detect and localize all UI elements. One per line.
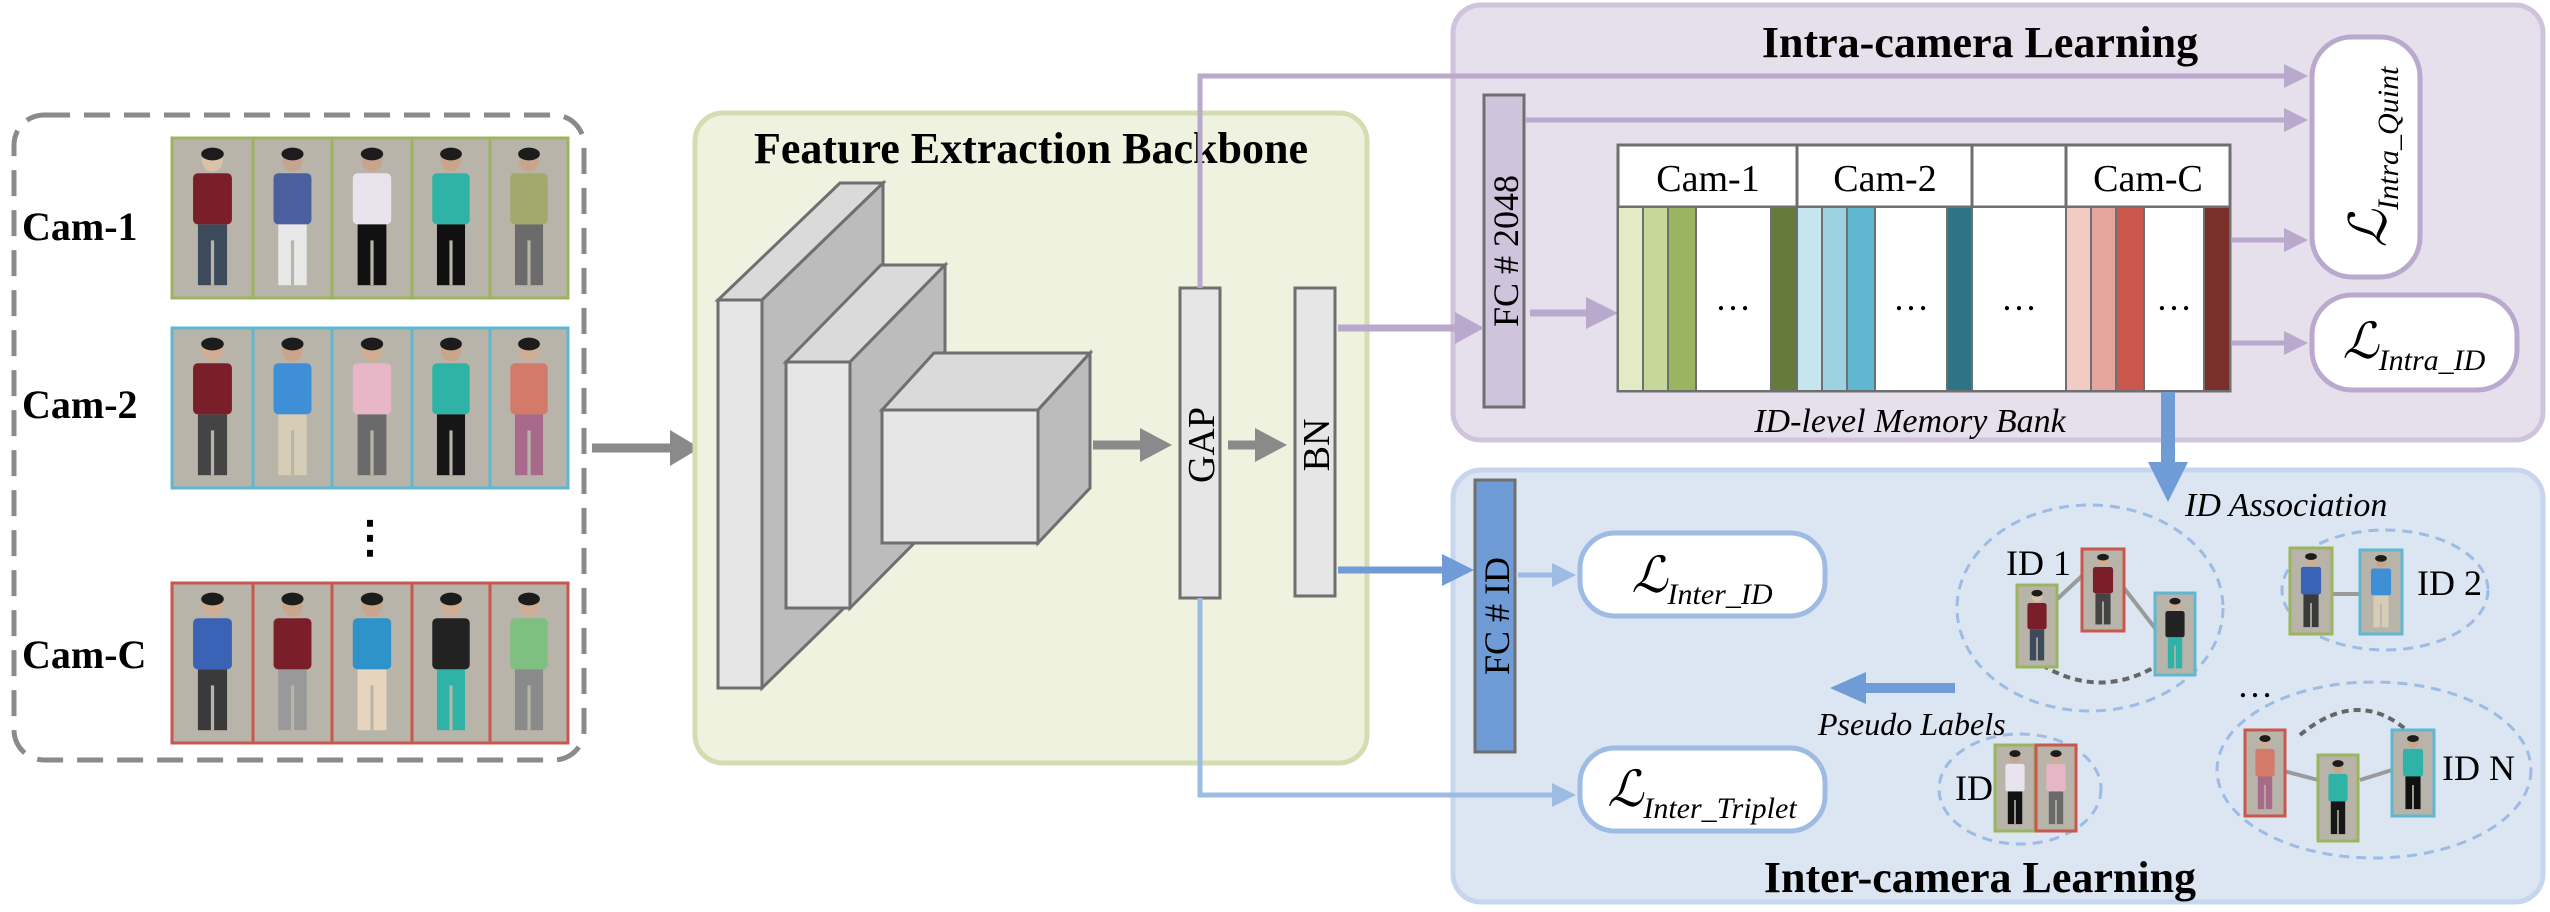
camc-label: Cam-C (22, 632, 146, 677)
arrow-head-to-bn (1255, 428, 1287, 462)
bank-ellipsis-cam2: … (1893, 278, 1929, 318)
id3-person-b (2034, 743, 2078, 833)
cluster-idn (2215, 680, 2533, 860)
inter-title: Inter-camera Learning (1764, 853, 2196, 902)
intra-id-loss: ℒIntra_ID (2343, 313, 2486, 377)
inter-id-symbol: ℒ (1632, 547, 1669, 603)
id1-person-c (2153, 591, 2197, 677)
camera-panel: Cam-1 Cam-2 Cam-C ⋮ (11, 112, 587, 763)
cam1-person-4 (410, 136, 492, 300)
cam2-person-4 (410, 326, 492, 490)
gap-layer (1178, 286, 1222, 600)
intra-id-sub: Intra_ID (2378, 344, 2486, 377)
cluster-label-idn: ID N (2442, 748, 2515, 788)
arrow-gap-to-inter-triplet (1197, 598, 1558, 798)
intra-quint-symbol: ℒ (2341, 208, 2398, 247)
intra-quint-sub: Intra_Quint (2372, 66, 2405, 211)
idn-person-b (2316, 753, 2360, 843)
cam1-label: Cam-1 (22, 204, 138, 249)
intra-quint-loss-box (2309, 34, 2423, 280)
fc-2048-layer (1482, 93, 1526, 409)
arrow-head-to-memory (1586, 297, 1618, 329)
cam1-person-5 (488, 136, 570, 300)
cam2-person-5 (488, 326, 570, 490)
bank-header-cam2: Cam-2 (1833, 158, 1936, 200)
id2-person-b (2358, 548, 2404, 636)
id3-person-a (1993, 743, 2037, 833)
idn-person-a (2243, 728, 2287, 818)
arrow-head-to-gap (1140, 428, 1172, 462)
cam2-person-1 (170, 326, 255, 490)
inter-triplet-loss-box (1577, 745, 1828, 834)
intra-camera-panel: Intra-camera Learning FC # 2048 Cam-1 Ca… (1450, 2, 2546, 443)
backbone-panel: Feature Extraction Backbone GAP (692, 110, 1370, 766)
id-association-label: ID Association (2184, 487, 2387, 524)
cam1-person-1 (170, 136, 255, 300)
camc-person-4 (410, 581, 492, 745)
pseudo-labels-label: Pseudo Labels (1817, 706, 2006, 742)
id1-person-a (2015, 583, 2059, 669)
camc-person-5 (488, 581, 570, 745)
cam1-person-2 (251, 136, 334, 300)
camc-person-2 (251, 581, 334, 745)
inter-id-loss: ℒInter_ID (1632, 547, 1773, 611)
inter-camera-panel: Inter-camera Learning FC # ID ℒInter_ID … (1450, 392, 2546, 905)
memory-bank-label: ID-level Memory Bank (1753, 403, 2066, 440)
inter-id-sub: Inter_ID (1667, 578, 1773, 611)
intra-quint-loss: ℒIntra_Quint (2341, 66, 2405, 247)
cluster-label-id1: ID 1 (2006, 543, 2071, 583)
inter-triplet-symbol: ℒ (1607, 761, 1644, 817)
bank-header-camc: Cam-C (2093, 158, 2203, 200)
bank-ellipsis-cam1: … (1715, 278, 1751, 318)
fc-2048-label: FC # 2048 (1486, 175, 1526, 327)
bank-ellipsis-camc: … (2156, 278, 2192, 318)
bn-label: BN (1296, 419, 1338, 472)
cam2-label: Cam-2 (22, 382, 138, 427)
bank-header-cam1: Cam-1 (1656, 158, 1759, 200)
cam2-person-3 (330, 326, 414, 490)
cam1-person-3 (330, 136, 414, 300)
gap-label: GAP (1181, 407, 1223, 483)
bn-layer (1293, 286, 1337, 598)
intra-id-symbol: ℒ (2343, 313, 2380, 369)
idn-person-c (2390, 728, 2436, 818)
svg-text:ℒIntra_Quint: ℒIntra_Quint (2341, 66, 2405, 247)
fc-id-layer (1473, 478, 1517, 754)
camc-person-1 (170, 581, 255, 745)
cluster-ellipsis: … (2237, 665, 2273, 705)
arrow-gap-to-intra-quint (1197, 73, 2290, 288)
cam2-person-2 (251, 326, 334, 490)
fc-id-label: FC # ID (1477, 557, 1517, 675)
intra-title: Intra-camera Learning (1762, 18, 2198, 67)
cluster-label-id2: ID 2 (2417, 563, 2482, 603)
inter-id-loss-box (1577, 530, 1828, 619)
camc-person-3 (330, 581, 414, 745)
id1-person-b (2080, 547, 2126, 633)
arrow-head-images (670, 430, 700, 466)
conv-block-3 (878, 349, 1094, 547)
cluster-person-thumbnails (1993, 546, 2436, 843)
cluster-id2 (2280, 528, 2490, 652)
cluster-id3 (1937, 732, 2103, 846)
memory-bank: Cam-1 Cam-2 Cam-C … … … (1616, 143, 2232, 393)
bank-ellipsis-middle: … (2001, 278, 2037, 318)
camera-image-strips (170, 136, 570, 745)
cluster-id1 (1955, 503, 2225, 713)
camera-panel-border (11, 112, 587, 763)
camera-ellipsis: ⋮ (348, 513, 392, 562)
backbone-title: Feature Extraction Backbone (754, 124, 1308, 173)
inter-triplet-loss: ℒInter_Triplet (1607, 761, 1797, 825)
intra-id-loss-box (2309, 292, 2520, 393)
inter-triplet-sub: Inter_Triplet (1642, 792, 1797, 825)
id2-person-a (2288, 546, 2334, 636)
